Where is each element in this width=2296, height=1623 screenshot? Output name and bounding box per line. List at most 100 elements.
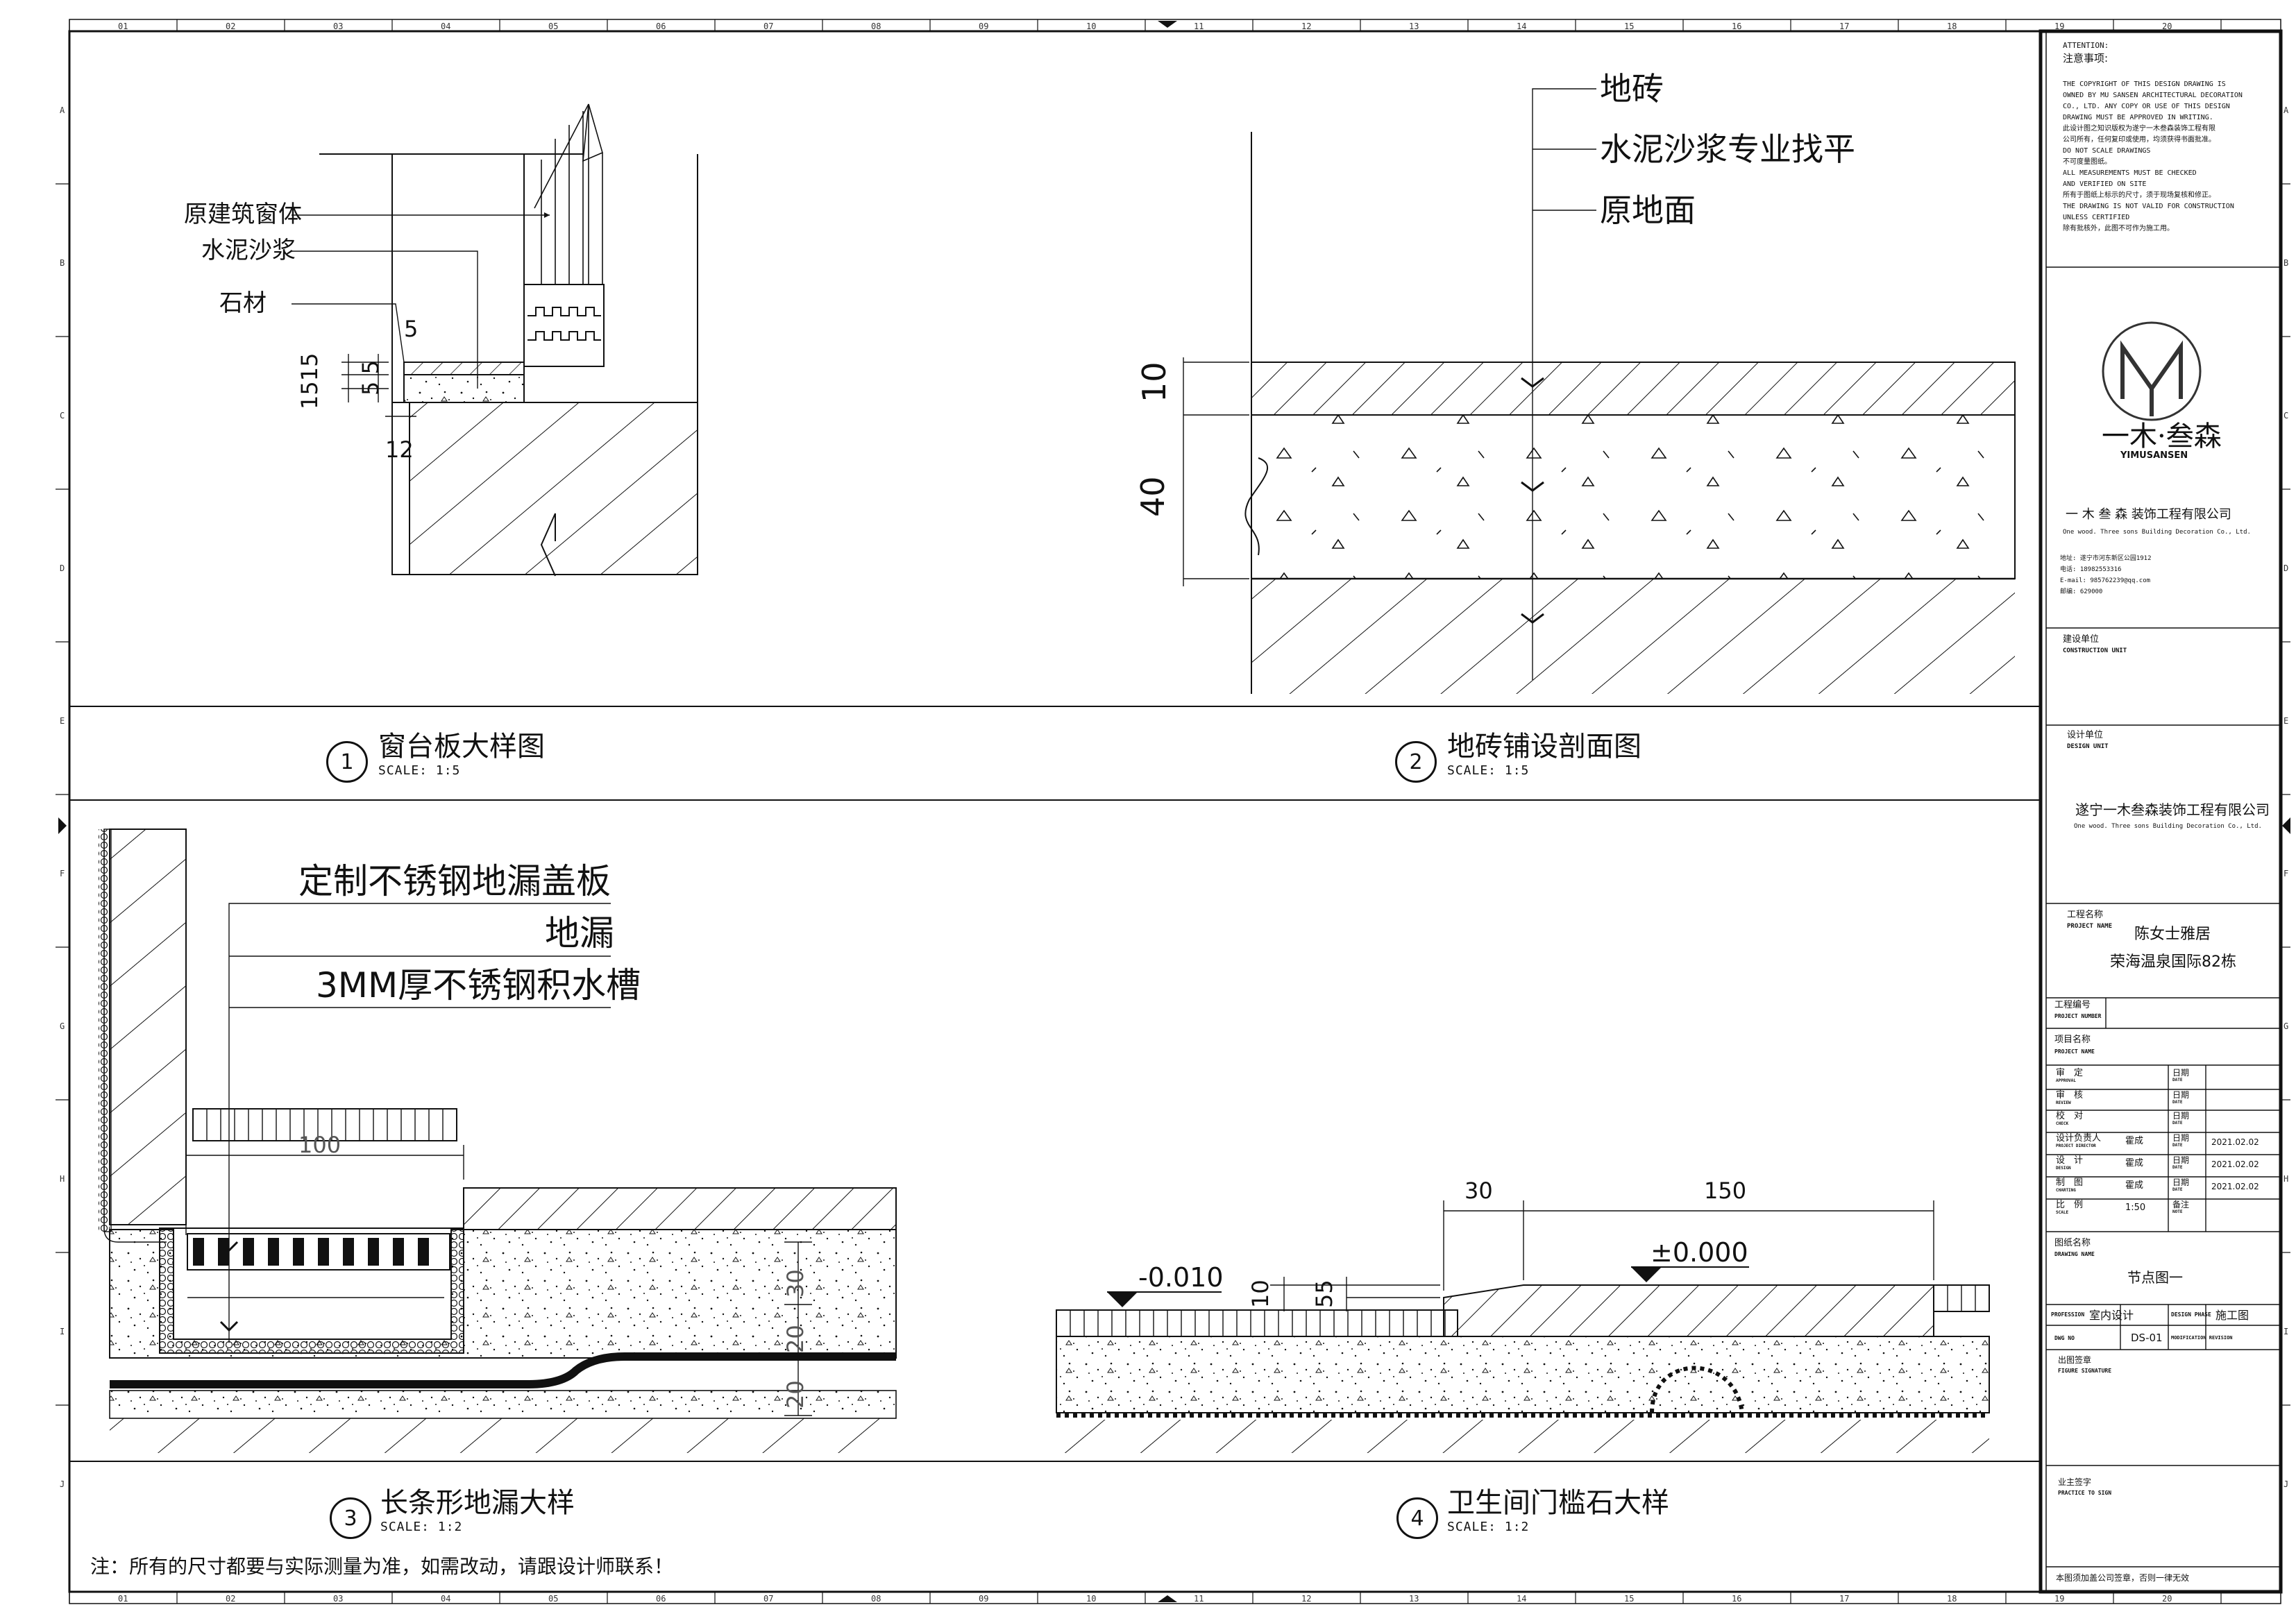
dim-100: 100 bbox=[298, 1132, 341, 1158]
detail-title-1: 窗台板大样图 bbox=[378, 731, 545, 763]
project-number-en: PROJECT NUMBER bbox=[2054, 1013, 2102, 1019]
grid-row-H: H bbox=[60, 1174, 65, 1184]
project-line-2: 荣海温泉国际82栋 bbox=[2110, 953, 2236, 971]
grid-row-F: F bbox=[2284, 869, 2289, 878]
grid-col-17: 17 bbox=[1839, 22, 1850, 31]
detail-floor-tile bbox=[1183, 88, 2016, 694]
grid-col-06: 06 bbox=[656, 22, 666, 31]
drawing-name: 节点图一 bbox=[2127, 1269, 2183, 1286]
project-number-cn: 工程编号 bbox=[2054, 1000, 2091, 1010]
owner-signature-cn: 业主签字 bbox=[2058, 1477, 2092, 1487]
grid-col-10: 10 bbox=[1086, 22, 1097, 31]
grid-col-17: 17 bbox=[1839, 1594, 1850, 1604]
approval-row-value: 霍成 bbox=[2125, 1158, 2144, 1169]
label-water-trough: 3MM厚不锈钢积水槽 bbox=[316, 965, 641, 1005]
grid-col-16: 16 bbox=[1732, 22, 1742, 31]
approval-row-label: 比 例 bbox=[2056, 1200, 2084, 1210]
approval-row-label-en: CHARTING bbox=[2056, 1188, 2076, 1193]
dim-10: 10 bbox=[1136, 362, 1173, 402]
attention-note-line: 此设计图之知识版权为遂宁一木叁森装饰工程有限 bbox=[2063, 125, 2215, 133]
modification-label: MODIFICATION REVISION bbox=[2171, 1335, 2233, 1341]
detail-scale-4: SCALE: 1:2 bbox=[1447, 1520, 1530, 1534]
grid-row-I: I bbox=[2284, 1327, 2289, 1336]
grid-col-06: 06 bbox=[656, 1594, 666, 1604]
approval-row-date-label: 日期 bbox=[2172, 1133, 2190, 1143]
grid-col-05: 05 bbox=[548, 22, 559, 31]
attention-en: ATTENTION: bbox=[2063, 41, 2109, 50]
dim-30: 30 bbox=[782, 1269, 809, 1298]
detail-number-3: 3 bbox=[330, 1497, 371, 1539]
attention-note-line: OWNED BY MU SANSEN ARCHITECTURAL DECORAT… bbox=[2063, 92, 2243, 99]
dim-20-a: 20 bbox=[782, 1325, 809, 1353]
contact-line: 电话: 18982553316 bbox=[2060, 566, 2122, 573]
dim-30-threshold: 30 bbox=[1464, 1178, 1493, 1204]
approval-row-date: 2021.02.02 bbox=[2211, 1159, 2259, 1169]
grid-row-D: D bbox=[2284, 563, 2289, 573]
approval-row-date-label-en: NOTE bbox=[2172, 1209, 2183, 1214]
dim-150: 150 bbox=[1704, 1178, 1747, 1204]
attention-note-line: 不可度量图纸。 bbox=[2063, 158, 2111, 166]
general-note: 注：所有的尺寸都要与实际测量为准，如需改动，请跟设计师联系！ bbox=[90, 1555, 674, 1578]
grid-col-05: 05 bbox=[548, 1594, 559, 1604]
design-company-en: One wood. Three sons Building Decoration… bbox=[2074, 823, 2262, 830]
company-logo-icon bbox=[2102, 321, 2202, 421]
approval-row-date-label-en: DATE bbox=[2172, 1143, 2183, 1148]
approval-row-label-en: PROJECT DIRECTOR bbox=[2056, 1144, 2096, 1148]
grid-row-F: F bbox=[60, 869, 65, 878]
grid-col-07: 07 bbox=[763, 1594, 774, 1604]
grid-row-A: A bbox=[2284, 105, 2289, 115]
construction-unit-cn: 建设单位 bbox=[2063, 634, 2100, 645]
dim-12: 12 bbox=[385, 436, 414, 463]
contact-line: 地址: 遂宁市河东新区公园1912 bbox=[2060, 555, 2152, 562]
approval-row-label-en: DESIGN bbox=[2056, 1166, 2071, 1171]
contact-line: 邮编: 629000 bbox=[2060, 588, 2103, 595]
approval-row-value: 霍成 bbox=[2125, 1180, 2144, 1191]
grid-col-09: 09 bbox=[979, 1594, 989, 1604]
detail-title-3: 长条形地漏大样 bbox=[380, 1487, 575, 1519]
label-window-body: 原建筑窗体 bbox=[184, 201, 302, 228]
project-name-en: PROJECT NAME bbox=[2067, 923, 2113, 930]
dwg-no-label: DWG NO bbox=[2054, 1335, 2075, 1341]
attention-note-line: 公司所有，任何复印或使用，均须获得书面批准。 bbox=[2063, 136, 2215, 144]
approval-row-label-en: APPROVAL bbox=[2056, 1078, 2076, 1083]
dim-10-threshold: 10 bbox=[1247, 1280, 1274, 1308]
grid-row-B: B bbox=[2284, 258, 2289, 268]
approval-row-date: 2021.02.02 bbox=[2211, 1182, 2259, 1191]
grid-col-08: 08 bbox=[871, 22, 881, 31]
approval-row-date-label-en: DATE bbox=[2172, 1121, 2183, 1125]
detail-number-4: 4 bbox=[1396, 1497, 1438, 1539]
attention-note-line: THE DRAWING IS NOT VALID FOR CONSTRUCTIO… bbox=[2063, 203, 2234, 210]
grid-col-15: 15 bbox=[1624, 1594, 1635, 1604]
grid-row-G: G bbox=[60, 1021, 65, 1031]
label-floor-tile: 地砖 bbox=[1600, 70, 1664, 108]
approval-row-date-label: 日期 bbox=[2172, 1068, 2190, 1078]
attention-note-line: ALL MEASUREMENTS MUST BE CHECKED bbox=[2063, 169, 2197, 177]
detail-number-1: 1 bbox=[326, 741, 368, 783]
approval-row-date-label: 日期 bbox=[2172, 1090, 2190, 1100]
approval-row-date-label: 日期 bbox=[2172, 1155, 2190, 1165]
grid-row-E: E bbox=[60, 716, 65, 726]
attention-note-line: CO., LTD. ANY COPY OR USE OF THIS DESIGN bbox=[2063, 103, 2230, 110]
grid-col-13: 13 bbox=[1409, 1594, 1419, 1604]
detail-linear-drain bbox=[99, 829, 897, 1453]
grid-col-12: 12 bbox=[1301, 22, 1312, 31]
grid-col-18: 18 bbox=[1947, 22, 1957, 31]
approval-row-date-label-en: DATE bbox=[2172, 1078, 2183, 1082]
grid-row-I: I bbox=[60, 1327, 65, 1336]
dim-1515: 1515 bbox=[296, 352, 323, 409]
grid-col-09: 09 bbox=[979, 22, 989, 31]
label-floor-drain: 地漏 bbox=[545, 913, 614, 953]
company-name-en: One wood. Three sons Building Decoration… bbox=[2063, 529, 2251, 536]
detail-scale-3: SCALE: 1:2 bbox=[380, 1520, 463, 1534]
grid-col-15: 15 bbox=[1624, 22, 1635, 31]
attention-note-line: DO NOT SCALE DRAWINGS bbox=[2063, 147, 2151, 155]
attention-note-line: AND VERIFIED ON SITE bbox=[2063, 180, 2147, 188]
footer-note: 本图须加盖公司签章，否则一律无效 bbox=[2056, 1573, 2190, 1583]
grid-row-E: E bbox=[2284, 716, 2289, 726]
grid-col-18: 18 bbox=[1947, 1594, 1957, 1604]
label-drain-cover: 定制不锈钢地漏盖板 bbox=[298, 861, 611, 901]
attention-note-line: THE COPYRIGHT OF THIS DESIGN DRAWING IS bbox=[2063, 80, 2226, 88]
attention-note-line: 除有批核外，此图不可作为施工用。 bbox=[2063, 225, 2174, 232]
drawing-name-en: DRAWING NAME bbox=[2054, 1251, 2095, 1257]
